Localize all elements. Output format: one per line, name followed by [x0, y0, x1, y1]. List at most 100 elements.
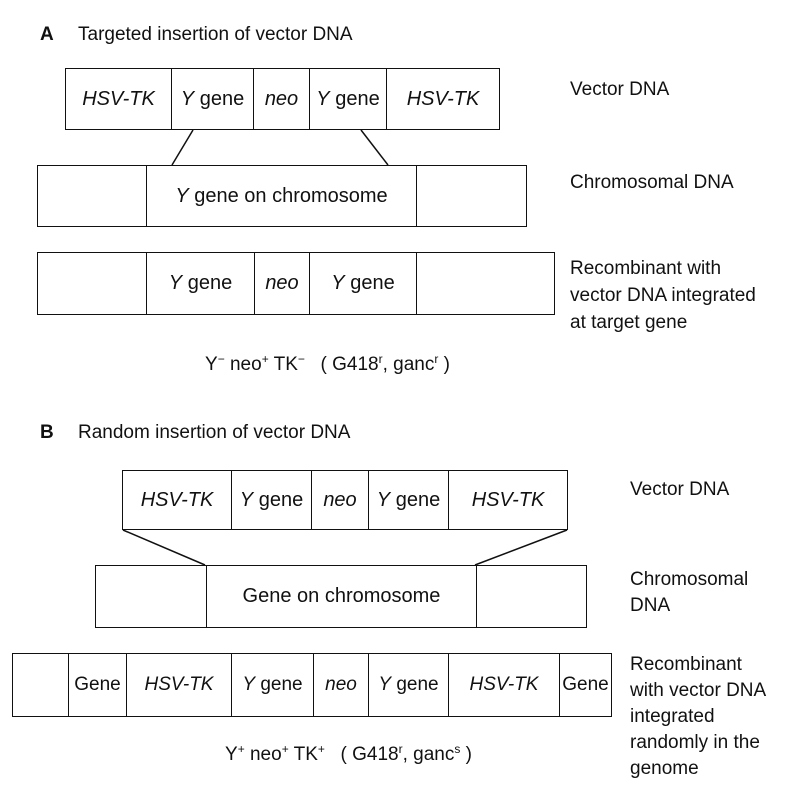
separator: ,: [382, 354, 388, 375]
separator: ,: [402, 744, 408, 765]
open-paren: (: [340, 744, 347, 765]
genotype-marker-y: Y−: [205, 352, 225, 375]
section-b-vector-dna: HSV-TK Y gene neo Y gene HSV-TK: [122, 470, 568, 530]
marker-superscript: −: [217, 352, 225, 366]
segment-y-gene-right: Y gene: [309, 69, 386, 129]
segment-label: Y gene: [168, 272, 233, 294]
segment-label: HSV-TK: [144, 674, 214, 695]
marker-name: neo: [229, 354, 262, 375]
segment-y-gene-left: Y gene: [231, 471, 311, 529]
label-line: DNA: [630, 595, 671, 616]
segment-hsv-tk-right: HSV-TK: [448, 654, 559, 716]
section-b-recombinant-label: Recombinant with vector DNA integrated r…: [630, 652, 766, 782]
resistance-superscript: r: [378, 352, 383, 366]
segment-label: neo: [325, 674, 357, 695]
resistance-superscript: r: [398, 742, 403, 756]
label-line: Recombinant with: [570, 258, 722, 279]
label-line: Chromosomal: [630, 569, 749, 590]
segment-label: Gene: [74, 674, 121, 695]
segment-label: Y gene on chromosome: [175, 184, 388, 207]
segment-y-gene-on-chromosome: Y gene on chromosome: [146, 166, 416, 226]
segment-label: Y gene: [242, 674, 303, 695]
genotype-marker-neo: neo+: [229, 352, 269, 375]
segment-hsv-tk-left: HSV-TK: [66, 69, 171, 129]
segment-flank-left: [96, 566, 206, 627]
segment-label: Y gene: [378, 674, 439, 695]
segment-gene-on-chromosome: Gene on chromosome: [206, 566, 476, 627]
resistance-superscript: r: [434, 352, 439, 366]
label-line: integrated: [630, 706, 715, 727]
section-a-connector-right: [360, 129, 389, 166]
segment-neo: neo: [253, 69, 309, 129]
section-a-vector-label: Vector DNA: [570, 79, 670, 100]
resistance-name: ganc: [413, 744, 455, 765]
resistance-name: G418: [332, 354, 379, 375]
genotype-marker-tk: TK−: [273, 352, 305, 375]
section-b-letter: B: [40, 422, 54, 443]
genotype-marker-neo: neo+: [249, 743, 289, 765]
section-a-connector-left: [171, 129, 194, 166]
section-b-chromosomal-dna: Gene on chromosome: [95, 565, 587, 628]
segment-label: neo: [323, 488, 357, 511]
label-line: with vector DNA: [630, 680, 767, 701]
section-b-connector-right: [474, 529, 568, 566]
segment-y-gene-left: Y gene: [171, 69, 253, 129]
section-a-recombinant-label: Recombinant with vector DNA integrated a…: [570, 255, 756, 336]
segment-label: HSV-TK: [140, 488, 214, 511]
marker-superscript: +: [317, 742, 325, 756]
label-line: Recombinant: [630, 654, 742, 675]
section-b-connector-left: [122, 529, 206, 566]
segment-label: Y gene: [316, 87, 380, 110]
segment-hsv-tk-left: HSV-TK: [126, 654, 231, 716]
marker-name: Y: [225, 744, 238, 765]
open-paren: (: [320, 354, 327, 375]
segment-neo: neo: [311, 471, 368, 529]
label-line: randomly in the: [630, 732, 760, 753]
segment-y-gene-right: Y gene: [368, 471, 448, 529]
resistance-name: G418: [352, 744, 399, 765]
segment-label: Y gene: [376, 488, 441, 511]
close-paren: ): [443, 354, 450, 375]
segment-label: Gene on chromosome: [242, 585, 441, 607]
segment-label: HSV-TK: [471, 488, 545, 511]
segment-flank-right: [416, 253, 554, 314]
section-a-recombinant: Y gene neo Y gene: [37, 252, 555, 315]
marker-superscript: +: [261, 352, 269, 366]
section-a-chromosomal-dna: Y gene on chromosome: [37, 165, 527, 227]
section-b-recombinant: Gene HSV-TK Y gene neo Y gene HSV-TK Gen…: [12, 653, 612, 717]
segment-y-gene-left: Y gene: [146, 253, 254, 314]
label-line: vector DNA integrated: [570, 285, 756, 306]
marker-superscript: +: [237, 742, 245, 756]
section-b-chromosomal-label: Chromosomal DNA: [630, 567, 748, 619]
segment-gene-left: Gene: [68, 654, 126, 716]
section-b-vector-label: Vector DNA: [630, 479, 730, 500]
marker-superscript: −: [297, 352, 305, 366]
segment-label: Y gene: [239, 488, 304, 511]
resistance-name: ganc: [393, 354, 435, 375]
segment-label: Y gene: [331, 272, 395, 294]
section-a-title: Targeted insertion of vector DNA: [78, 24, 353, 45]
segment-label: HSV-TK: [82, 87, 155, 110]
section-a-chromosomal-label: Chromosomal DNA: [570, 172, 734, 193]
segment-label: HSV-TK: [406, 87, 480, 110]
marker-name: neo: [249, 744, 282, 765]
close-paren: ): [465, 744, 472, 765]
resistance-superscript: s: [454, 742, 461, 756]
segment-label: HSV-TK: [469, 674, 539, 695]
segment-gene-right: Gene: [559, 654, 611, 716]
section-a-vector-dna: HSV-TK Y gene neo Y gene HSV-TK: [65, 68, 500, 130]
segment-flank-right: [416, 166, 526, 226]
segment-hsv-tk-right: HSV-TK: [386, 69, 499, 129]
segment-label: neo: [264, 87, 299, 110]
section-a-letter: A: [40, 24, 54, 45]
label-line: at target gene: [570, 312, 688, 333]
segment-y-gene-right: Y gene: [309, 253, 416, 314]
segment-y-gene-right: Y gene: [368, 654, 448, 716]
segment-label: Y gene: [180, 87, 245, 110]
segment-flank-left: [38, 253, 146, 314]
marker-name: TK: [273, 354, 298, 375]
segment-flank-right: [476, 566, 586, 627]
segment-flank-left: [38, 166, 146, 226]
